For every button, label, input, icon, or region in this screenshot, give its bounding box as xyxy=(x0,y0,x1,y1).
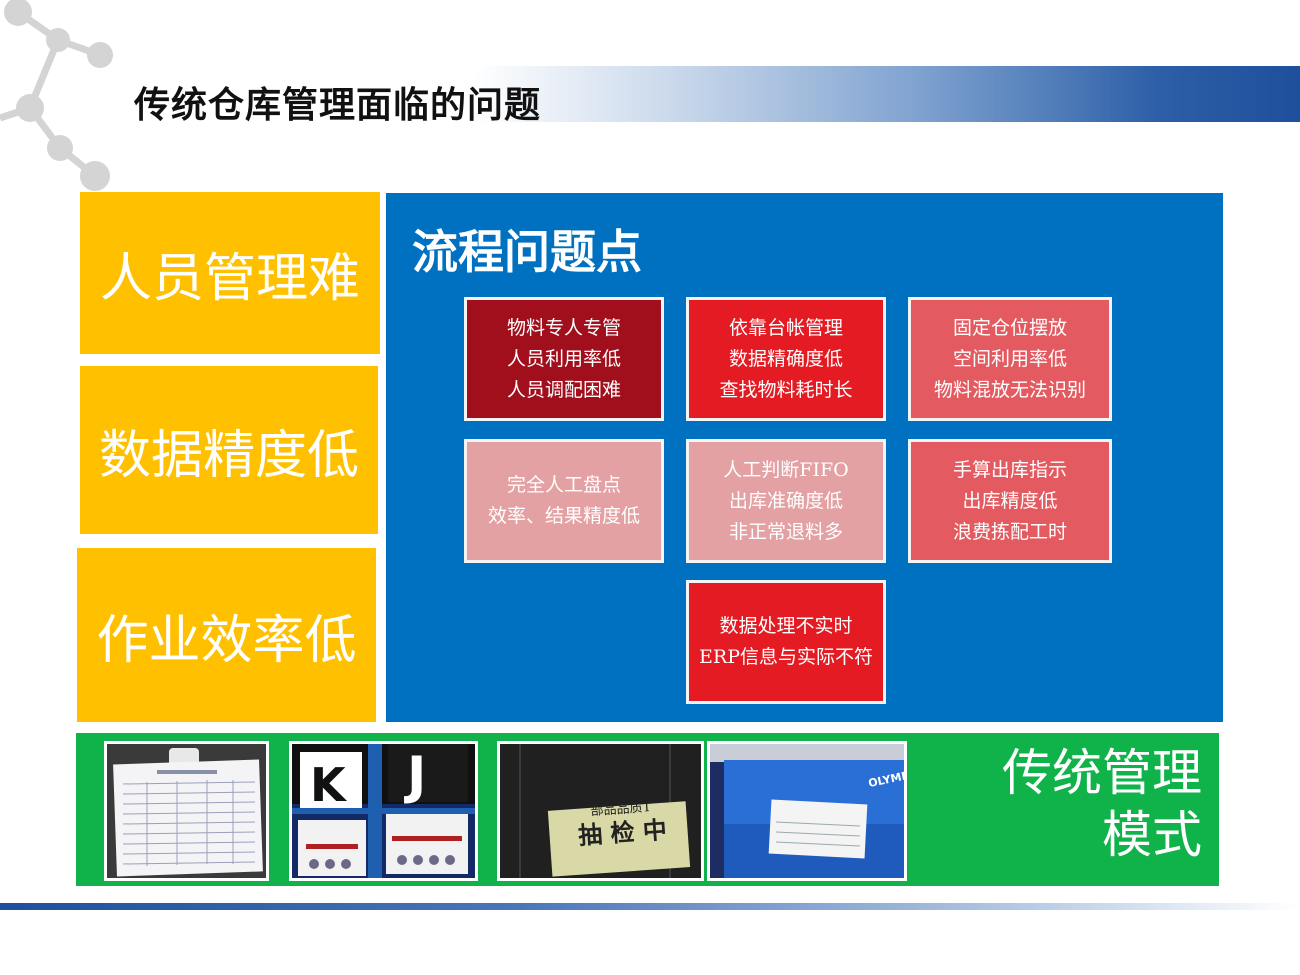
ledger-photo xyxy=(104,741,269,881)
data-precision-box: 数据精度低 xyxy=(80,366,378,534)
issue-line: 效率、结果精度低 xyxy=(487,505,640,527)
issue-line: 物料专人专管 xyxy=(506,316,621,339)
data-precision-label: 数据精度低 xyxy=(98,425,359,486)
issue-line: 非正常退料多 xyxy=(728,520,843,543)
issue-line: 空间利用率低 xyxy=(952,347,1067,370)
issue-line: 物料混放无法识别 xyxy=(933,378,1086,401)
issue-box: 数据处理不实时 ERP信息与实际不符 xyxy=(686,580,886,704)
traditional-mode-label: 传统管理 模式 xyxy=(1002,742,1202,866)
issue-box: 人工判断FIFO 出库准确度低 非正常退料多 xyxy=(686,439,886,563)
inspection-sign-photo: 部品品质T 抽 检 中 xyxy=(497,741,704,881)
work-efficiency-label: 作业效率低 xyxy=(96,610,357,671)
staff-management-label: 人员管理难 xyxy=(99,248,360,309)
issue-box: 物料专人专管 人员利用率低 人员调配困难 xyxy=(464,297,664,421)
page-title: 传统仓库管理面临的问题 xyxy=(134,85,542,126)
sign-text-block: 部品品质T 抽 检 中 xyxy=(561,798,684,852)
traditional-mode-line: 传统管理 xyxy=(1002,744,1202,802)
process-issues-title: 流程问题点 xyxy=(412,225,642,279)
blue-container-photo: OLYMPU xyxy=(707,741,907,881)
issue-box: 固定仓位摆放 空间利用率低 物料混放无法识别 xyxy=(908,297,1112,421)
issue-line: 查找物料耗时长 xyxy=(719,378,853,401)
issue-line: 数据处理不实时 xyxy=(719,615,853,637)
issue-line: 完全人工盘点 xyxy=(506,474,621,496)
issue-box: 完全人工盘点 效率、结果精度低 xyxy=(464,439,664,563)
rack-letter-k: K xyxy=(310,758,346,812)
work-efficiency-box: 作业效率低 xyxy=(77,548,376,722)
traditional-mode-line: 模式 xyxy=(1102,806,1202,864)
issue-line: 出库精度低 xyxy=(962,489,1058,512)
issue-line: 手算出库指示 xyxy=(952,458,1067,481)
issue-line: 浪费拣配工时 xyxy=(952,520,1067,543)
issue-line: 人员调配困难 xyxy=(506,378,621,401)
issue-line: 人员利用率低 xyxy=(506,347,621,370)
rack-letter-j: J xyxy=(407,746,427,806)
molecule-decoration-icon xyxy=(0,0,113,191)
rack-label-photo: K J xyxy=(289,741,478,881)
issue-line: 人工判断FIFO xyxy=(723,458,849,481)
issue-box: 依靠台帐管理 数据精确度低 查找物料耗时长 xyxy=(686,297,886,421)
issue-box: 手算出库指示 出库精度低 浪费拣配工时 xyxy=(908,439,1112,563)
issue-line: 数据精确度低 xyxy=(728,347,843,370)
title-bar xyxy=(120,66,1300,122)
issue-line: 固定仓位摆放 xyxy=(952,316,1067,339)
staff-management-box: 人员管理难 xyxy=(80,192,380,354)
issue-line: 出库准确度低 xyxy=(728,489,843,512)
footer-gradient-bar xyxy=(0,903,1300,910)
issue-line: ERP信息与实际不符 xyxy=(699,646,873,668)
issue-line: 依靠台帐管理 xyxy=(728,316,843,339)
